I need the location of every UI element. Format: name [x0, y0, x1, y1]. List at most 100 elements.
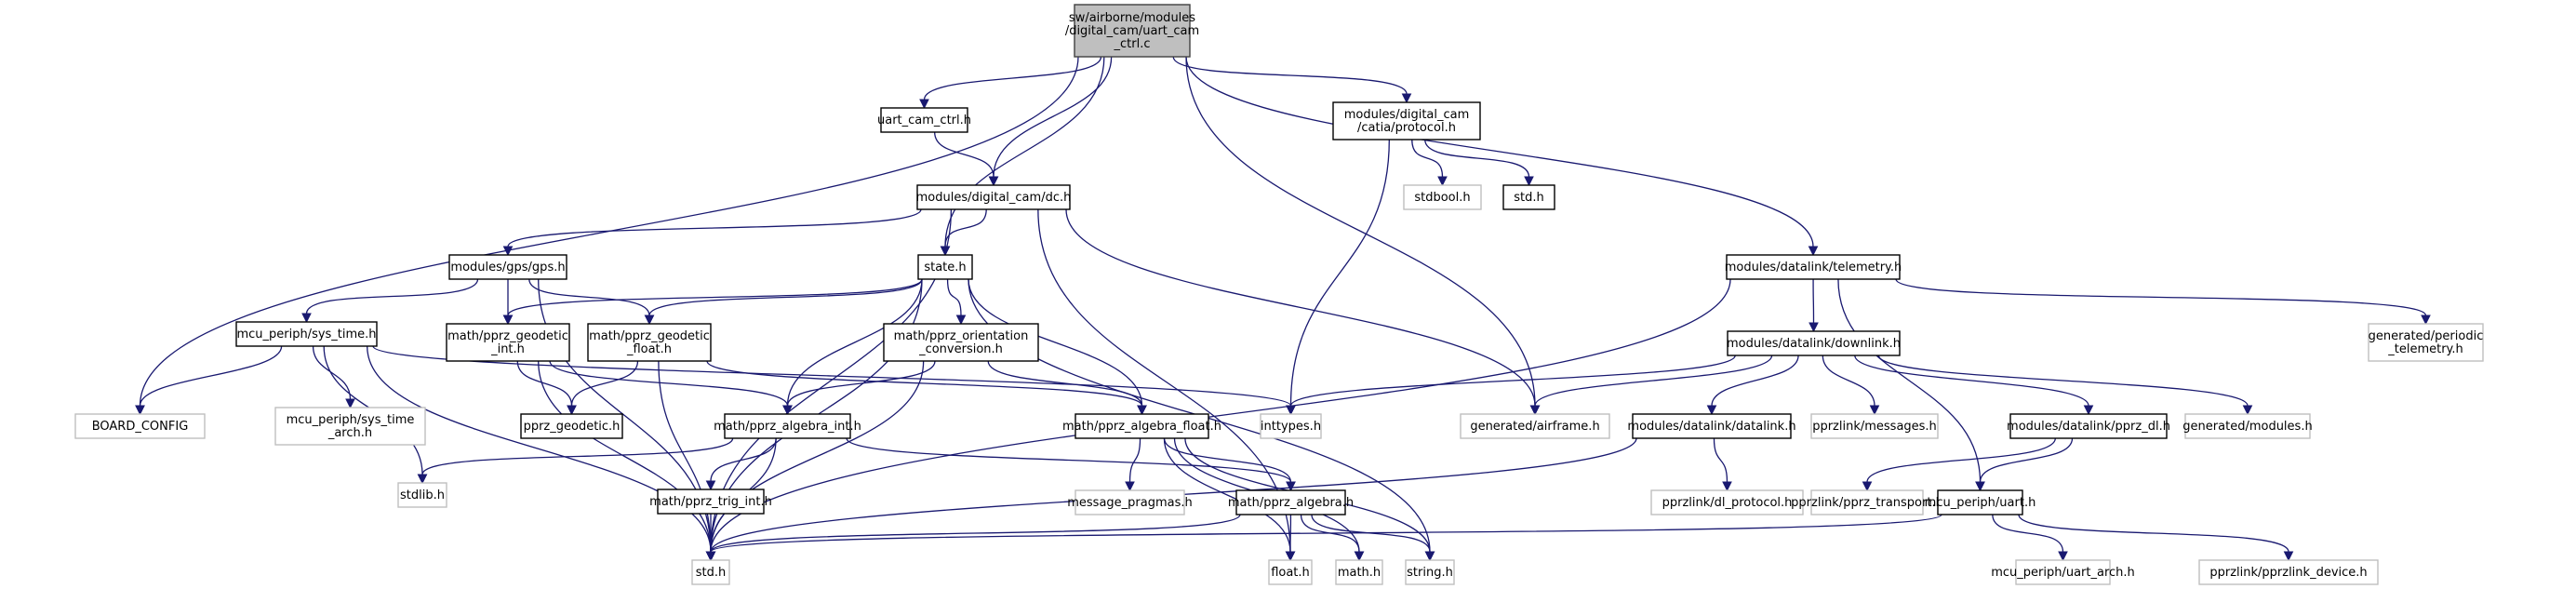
node-stdbool-h: stdbool.h — [1403, 184, 1482, 210]
node-box — [1632, 413, 1792, 439]
node-algebra-float-h[interactable]: math/pprz_algebra_float.h — [1062, 413, 1221, 439]
node-label: generated/modules.h — [2182, 420, 2312, 434]
node-box — [1074, 413, 1209, 439]
node-algebra-int-h[interactable]: math/pprz_algebra_int.h — [714, 413, 861, 439]
edge-orientation_h-to-algebra_int_h — [786, 360, 936, 407]
node-datalink-h[interactable]: modules/datalink/datalink.h — [1627, 413, 1796, 439]
edge-downlink_h-to-pprz_dl_h — [1854, 355, 2089, 407]
arrowhead-gps_h-to-geodetic_int_h — [502, 315, 514, 326]
edge-uart_h-to-std_h — [710, 514, 1942, 553]
node-box — [657, 489, 765, 515]
node-label: mcu_periph/sys_time.h — [236, 328, 376, 341]
arrowhead-sys_time_h-to-sys_time_arch_h — [345, 398, 355, 409]
node-label: generated/periodic — [2369, 329, 2484, 343]
edge-geodetic_int_h-to-std_h — [538, 360, 712, 553]
edge-algebra_int_h-to-stdlib_h — [421, 437, 734, 475]
edge-geodetic_int_h-to-algebra_int_h — [549, 360, 789, 407]
node-label: pprz_geodetic.h — [524, 420, 621, 434]
node-label: string.h — [1407, 566, 1453, 580]
node-protocol-h[interactable]: modules/digital_cam/catia/protocol.h — [1332, 101, 1481, 141]
node-label: math/pprz_algebra.h — [1228, 496, 1354, 510]
node-box — [235, 321, 378, 347]
node-geodetic-float-h[interactable]: math/pprz_geodetic_float.h — [587, 323, 712, 362]
node-algebra-h[interactable]: math/pprz_algebra.h — [1228, 489, 1354, 515]
arrowhead-uart_h-to-uart_arch_h — [2058, 551, 2068, 562]
node-label: pprzlink/dl_protocol.h — [1662, 496, 1793, 510]
edge-geodetic_float_h-to-algebra_float_h — [706, 360, 1143, 407]
node-pprz-dl-h[interactable]: modules/datalink/pprz_dl.h — [2007, 413, 2170, 439]
edge-state_h-to-algebra_int_h — [786, 278, 923, 407]
edge-dc_h-to-airframe_h — [1065, 208, 1536, 407]
edge-main-to-telemetry_h — [1185, 56, 1814, 248]
node-state-h[interactable]: state.h — [917, 254, 973, 280]
node-pprz-geodetic-h[interactable]: pprz_geodetic.h — [520, 413, 623, 439]
node-label: state.h — [924, 261, 966, 274]
arrowhead-telemetry_h-to-downlink_h — [1809, 322, 1819, 333]
arrowhead-pprz_dl_h-to-uart_h — [1975, 481, 1985, 492]
node-dc-h[interactable]: modules/digital_cam/dc.h — [916, 184, 1072, 210]
edge-downlink_h-to-modules_h — [1877, 355, 2249, 407]
node-box — [883, 323, 1039, 362]
arrowhead-algebra_float_h-to-message_pragmas_h — [1125, 481, 1135, 492]
node-uart-cam-ctrl-h[interactable]: uart_cam_ctrl.h — [877, 107, 971, 133]
node-box — [2009, 413, 2168, 439]
arrowhead-downlink_h-to-modules_h — [2242, 405, 2253, 416]
node-box — [1810, 413, 1939, 439]
arrowhead-downlink_h-to-airframe_h — [1529, 405, 1541, 416]
node-uart-h[interactable]: mcu_periph/uart.h — [1925, 489, 2036, 515]
arrowhead-downlink_h-to-inttypes_h — [1286, 405, 1296, 416]
edge-algebra_int_h-to-algebra_h — [846, 437, 1292, 483]
node-box — [397, 482, 447, 508]
node-box — [724, 413, 851, 439]
node-telemetry-h[interactable]: modules/datalink/telemetry.h — [1725, 254, 1902, 280]
node-label: pprzlink/pprz_transport.h — [1791, 496, 1943, 510]
edge-gps_h-to-geodetic_float_h — [528, 278, 650, 316]
node-orientation-h[interactable]: math/pprz_orientation_conversion.h — [883, 323, 1039, 362]
node-std-h: std.h — [691, 559, 730, 585]
edge-uart_cam_ctrl_h-to-dc_h — [934, 131, 994, 178]
node-box — [1726, 254, 1901, 280]
arrowhead-dc_h-to-gps_h — [502, 246, 514, 257]
edge-downlink_h-to-messages_h — [1822, 355, 1875, 407]
node-std-h-top[interactable]: std.h — [1502, 184, 1555, 210]
node-box — [520, 413, 623, 439]
node-label: modules/datalink/downlink.h — [1727, 337, 1901, 351]
arrowhead-main-to-uart_cam_ctrl_h — [919, 99, 929, 110]
node-label: math/pprz_algebra_float.h — [1062, 420, 1221, 434]
node-geodetic-int-h[interactable]: math/pprz_geodetic_int.h — [446, 323, 570, 362]
node-box — [1332, 101, 1481, 141]
node-label: float.h — [1271, 566, 1310, 580]
node-trig-int-h[interactable]: math/pprz_trig_int.h — [649, 489, 772, 515]
node-label: stdlib.h — [400, 489, 445, 502]
arrowhead-algebra_h-to-float_h — [1285, 551, 1296, 562]
edge-geodetic_float_h-to-pprz_geodetic_h — [570, 360, 639, 407]
node-gps-h[interactable]: modules/gps/gps.h — [448, 254, 567, 280]
node-label: generated/airframe.h — [1470, 420, 1599, 434]
node-label: /digital_cam/uart_cam — [1065, 24, 1199, 38]
node-box — [917, 254, 973, 280]
arrowhead-main-to-telemetry_h — [1808, 246, 1819, 257]
node-messages-h: pprzlink/messages.h — [1810, 413, 1939, 439]
node-sys-time-h[interactable]: mcu_periph/sys_time.h — [235, 321, 378, 347]
node-box — [446, 323, 570, 362]
edge-uart_h-to-pprzlink_device_h — [2018, 514, 2289, 553]
arrowhead-orientation_h-to-algebra_int_h — [782, 405, 793, 416]
edge-dc_h-to-gps_h — [507, 208, 922, 248]
edge-pprz_dl_h-to-uart_h — [1979, 437, 2074, 483]
node-main[interactable]: sw/airborne/modules/digital_cam/uart_cam… — [1065, 4, 1199, 58]
node-box — [1403, 184, 1482, 210]
node-box — [2198, 559, 2379, 585]
arrowhead-algebra_int_h-to-stdlib_h — [417, 474, 428, 485]
arrowhead-algebra_float_h-to-algebra_h — [1286, 481, 1296, 492]
node-label: math/pprz_algebra_int.h — [714, 420, 861, 434]
edge-algebra_float_h-to-float_h — [1163, 437, 1291, 553]
edge-state_h-to-geodetic_float_h — [648, 278, 923, 316]
edge-state_h-to-orientation_h — [946, 278, 962, 316]
arrowhead-uart_h-to-std_h — [705, 551, 716, 562]
node-box — [1405, 559, 1455, 585]
edge-state_h-to-geodetic_int_h — [507, 278, 923, 316]
node-box — [448, 254, 567, 280]
node-label: _conversion.h — [918, 342, 1003, 356]
node-downlink-h[interactable]: modules/datalink/downlink.h — [1727, 330, 1901, 356]
edge-pprz_dl_h-to-pprz_transport_h — [1866, 437, 2056, 483]
